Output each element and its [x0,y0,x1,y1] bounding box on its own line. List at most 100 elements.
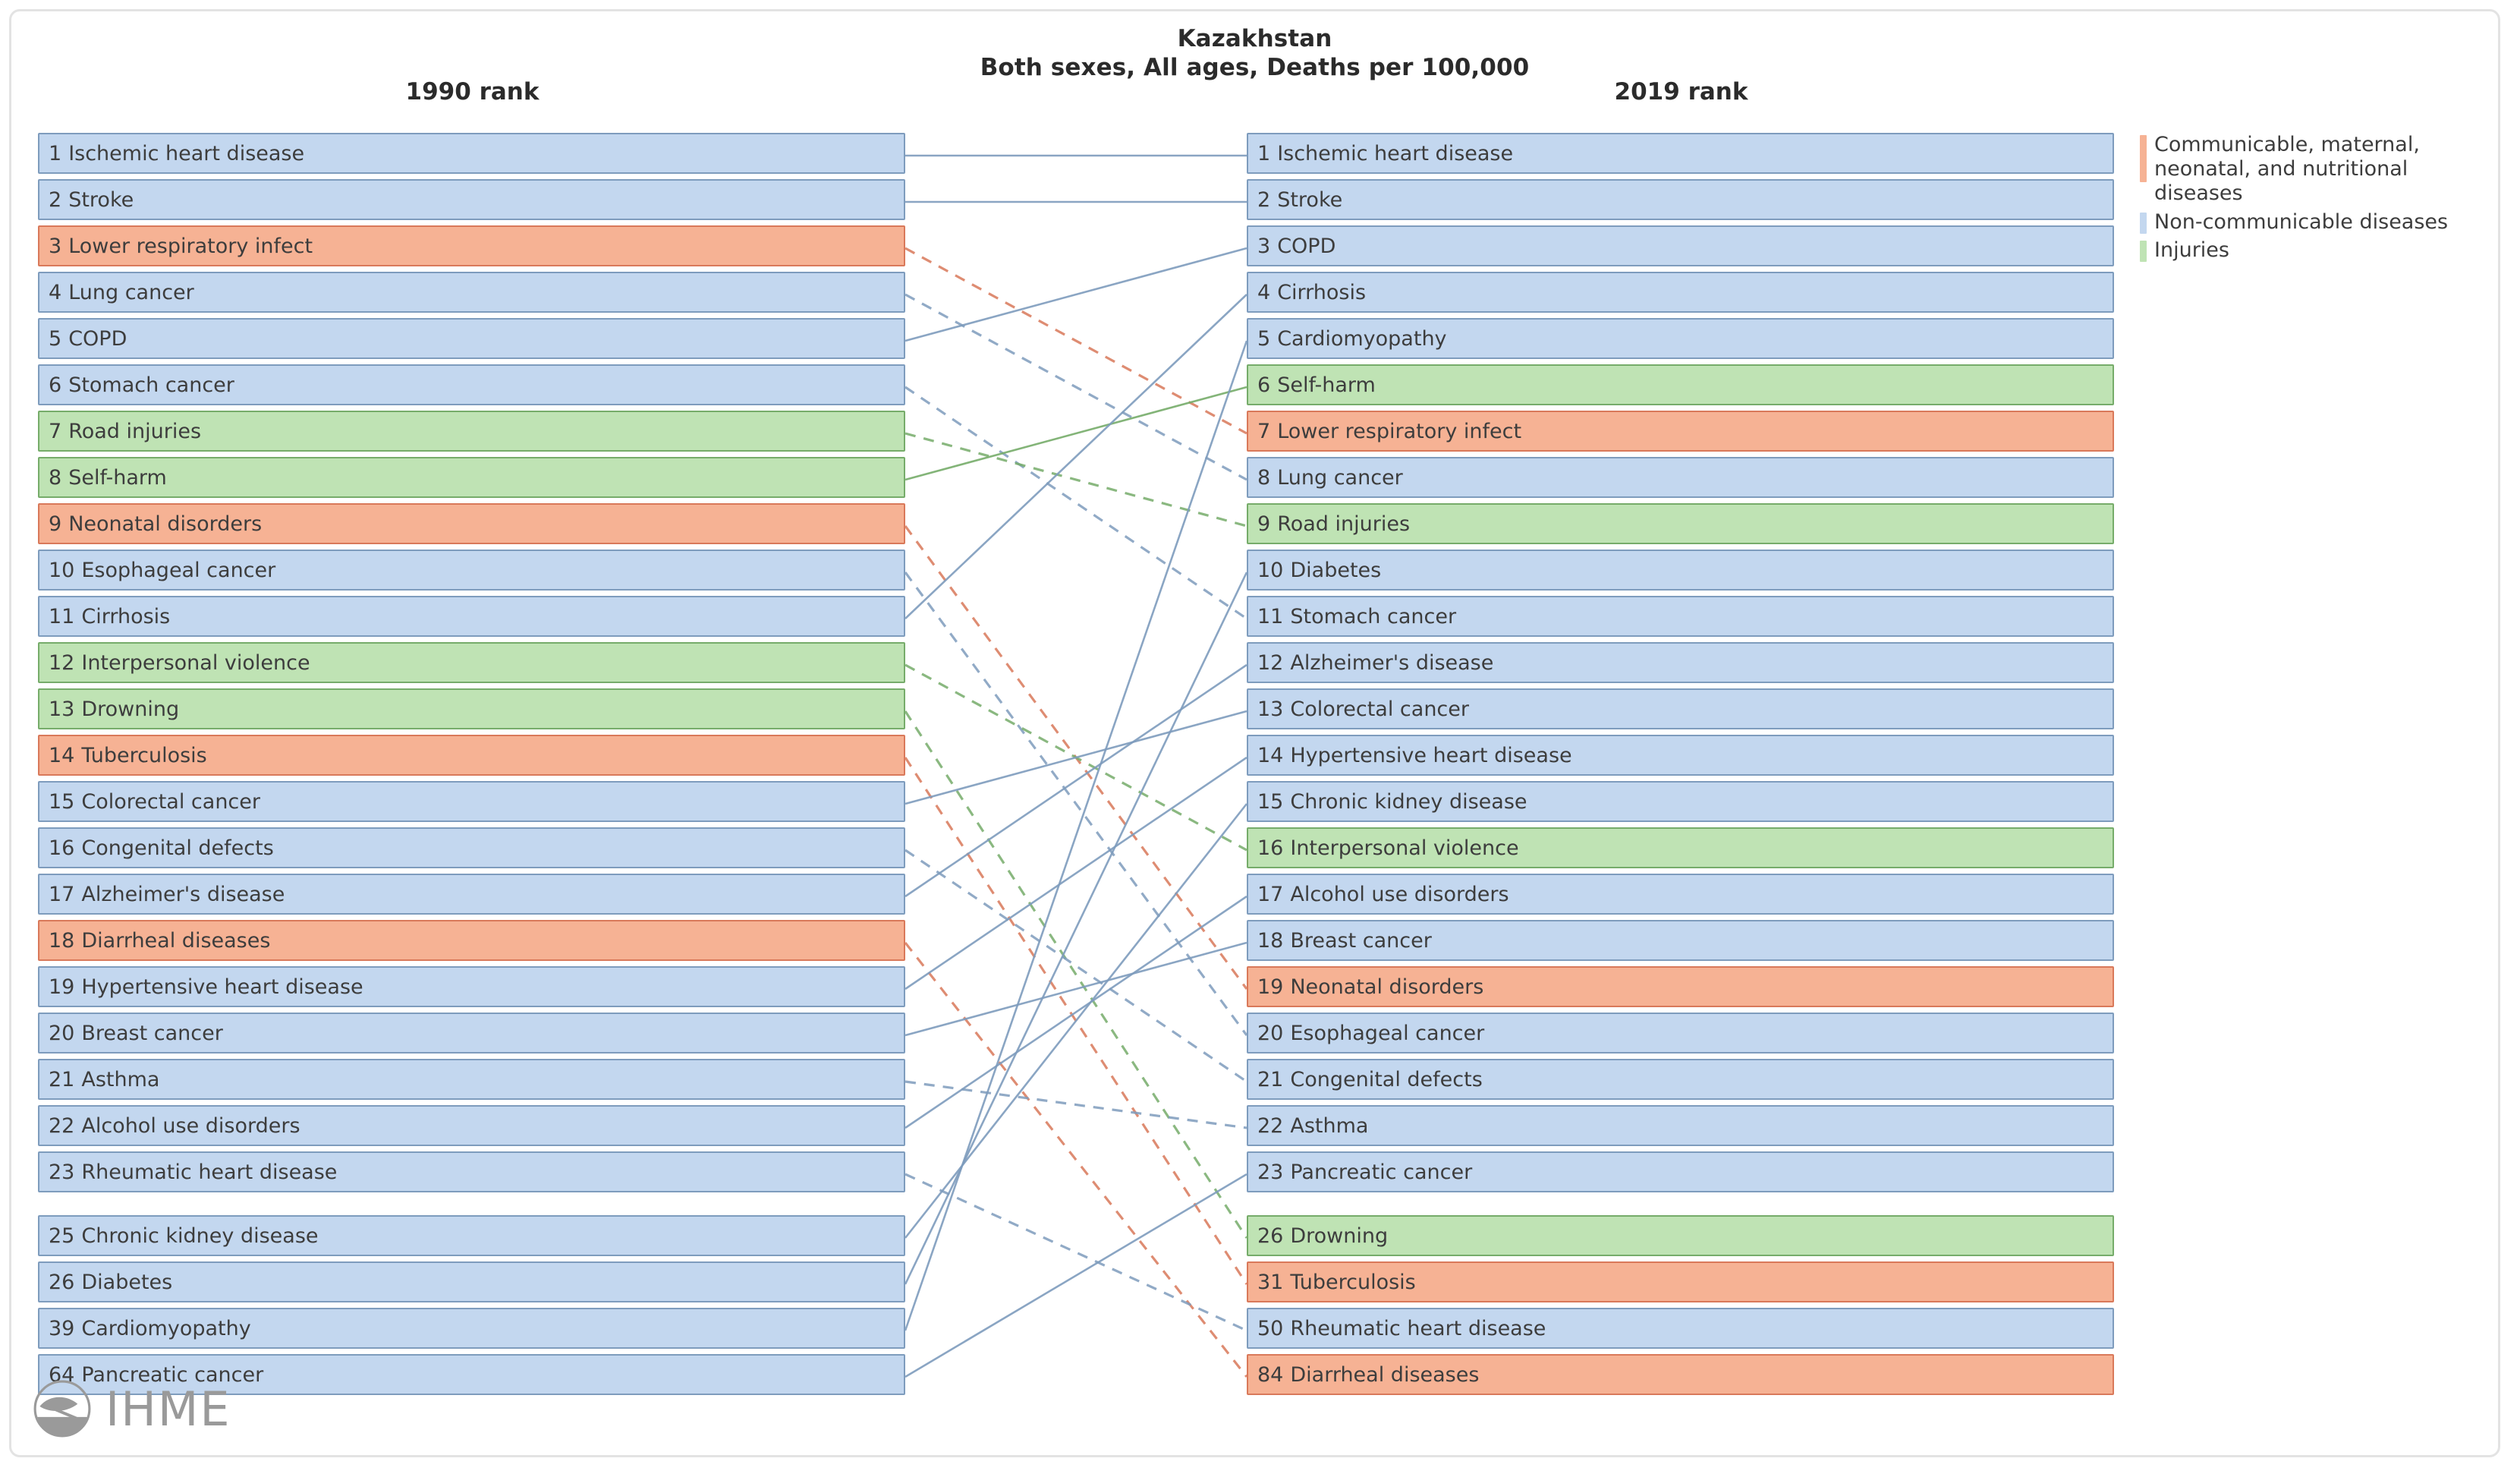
rank-number: 50 [1257,1316,1284,1340]
rank-link [904,1173,1247,1332]
rank-link [904,756,1247,991]
legend-item[interactable]: Injuries [2140,238,2481,263]
rank-number: 6 [49,373,62,397]
cause-label: Lower respiratory infect [68,234,313,258]
rank-link [904,941,1247,1037]
legend-item[interactable]: Communicable, maternal, neonatal, and nu… [2140,133,2481,206]
cause-label: Pancreatic cancer [81,1362,264,1387]
rank-number: 11 [1257,604,1284,628]
cause-label: Stomach cancer [1290,604,1457,628]
cause-label: Esophageal cancer [1290,1021,1485,1045]
chart-title-block: Kazakhstan Both sexes, All ages, Deaths … [11,25,2498,83]
rank-number: 15 [1257,789,1284,814]
rank-link [904,757,1248,1285]
rank-number: 20 [1257,1021,1284,1045]
rank-number: 13 [49,697,75,721]
cause-label: Interpersonal violence [81,650,310,675]
rank-number: 14 [1257,743,1284,767]
chart-frame: Kazakhstan Both sexes, All ages, Deaths … [9,9,2500,1457]
cause-label: Cardiomyopathy [81,1316,251,1340]
cause-label: Colorectal cancer [81,789,260,814]
legend-color-swatch [2140,135,2147,182]
cause-label: Colorectal cancer [1290,697,1469,721]
rank-number: 12 [49,650,75,675]
cause-label: Stroke [1277,187,1343,212]
cause-label: Tuberculosis [1290,1270,1416,1294]
rank-number: 8 [1257,465,1271,490]
rank-number: 23 [1257,1160,1284,1184]
legend-item[interactable]: Non-communicable diseases [2140,210,2481,235]
cause-label: Neonatal disorders [68,512,263,536]
rank-number: 19 [1257,975,1284,999]
cause-label: Lower respiratory infect [1277,419,1522,443]
rank-number: 17 [49,882,75,906]
page-title: Kazakhstan [1177,25,1332,52]
rank-link [904,525,1248,990]
cause-label: COPD [1277,234,1336,258]
cause-label: Asthma [81,1067,160,1091]
column-header-1990: 1990 rank [405,78,540,106]
ihme-globe-icon [33,1380,91,1438]
rank-number: 26 [1257,1224,1284,1248]
cause-label: Cirrhosis [81,604,171,628]
rank-link [904,942,1248,1378]
cause-label: Lung cancer [68,280,194,304]
rank-number: 12 [1257,650,1284,675]
